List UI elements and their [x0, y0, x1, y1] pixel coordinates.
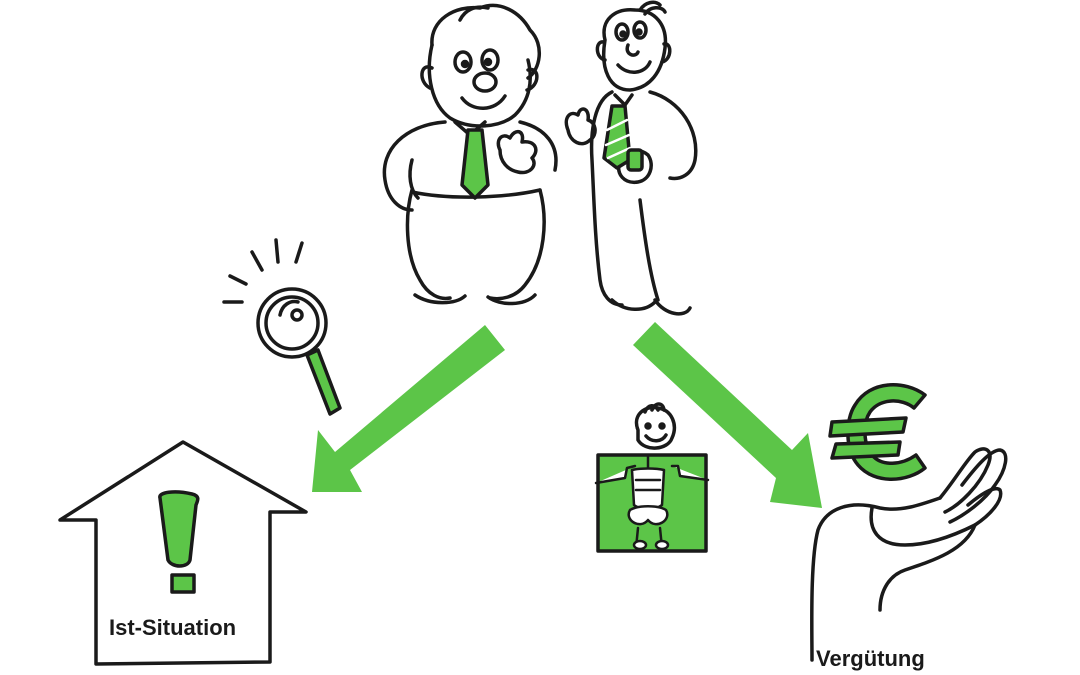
consultant-held-item: [626, 148, 644, 172]
verguetung-label: Vergütung: [816, 646, 925, 671]
consultant-big-tie: [460, 128, 490, 200]
house-icon: [58, 440, 308, 666]
ist-situation-label: Ist-Situation: [109, 615, 237, 640]
arrow-right-icon: [633, 322, 822, 508]
arrow-left-icon: [312, 325, 505, 492]
xray-icon: [594, 402, 710, 553]
hand-icon: [810, 447, 1008, 662]
consultant-small-tie: [602, 104, 632, 170]
euro-icon: [828, 383, 927, 481]
exclamation-icon: [158, 490, 200, 594]
magnifier-handle: [305, 348, 342, 416]
magnifier-icon: [222, 238, 328, 359]
consultant-small-icon: [564, 0, 698, 316]
